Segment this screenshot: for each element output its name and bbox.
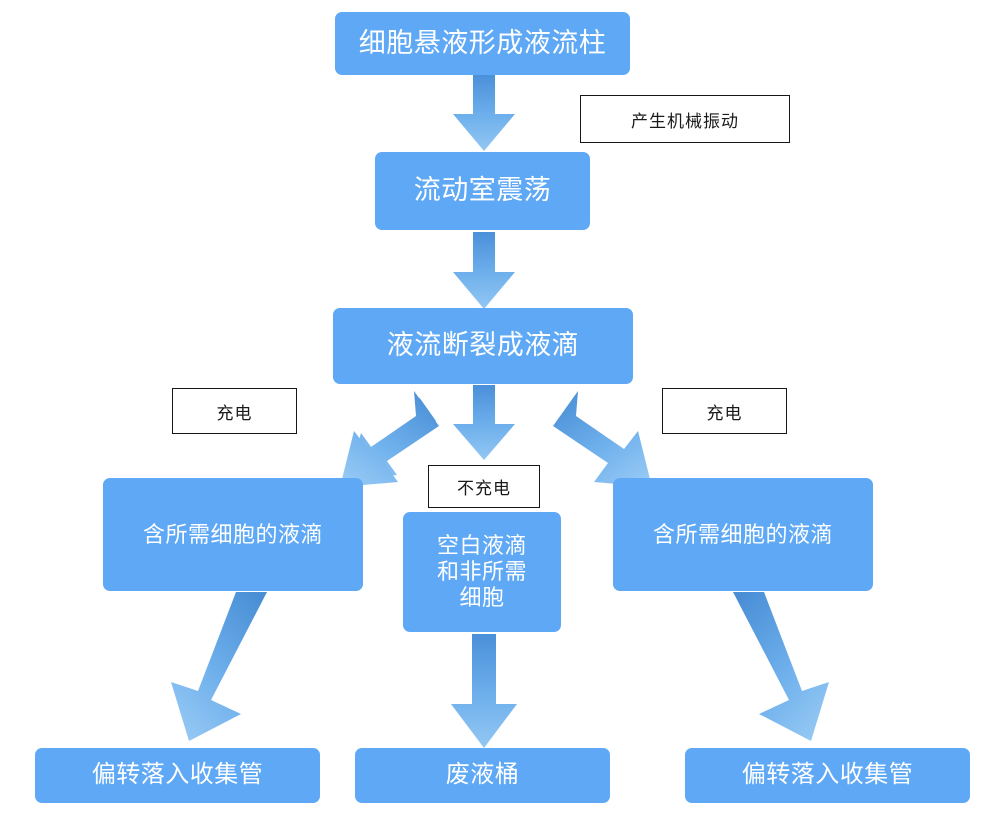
arrow-diagonal-left-n3-n4 — [318, 383, 440, 488]
arrow-down-n2-n3 — [452, 232, 516, 310]
node-stream-breaks-into-droplets[interactable]: 液流断裂成液滴 — [333, 308, 633, 384]
node-droplet-with-target-cells-right[interactable]: 含所需细胞的液滴 — [613, 478, 873, 591]
node-blank-and-unwanted-cells[interactable]: 空白液滴 和非所需 细胞 — [403, 512, 561, 632]
arrow-long-left-n4-n7 — [145, 592, 275, 747]
arrow-diagonal-right-n3-n6 — [553, 383, 675, 488]
note-charge-left[interactable]: 充电 — [172, 388, 297, 434]
arrow-down-n3-n5 — [452, 385, 516, 461]
arrow-down-n5-n8 — [450, 634, 518, 750]
node-deflect-into-collection-tube-left[interactable]: 偏转落入收集管 — [35, 748, 320, 803]
node-waste-container[interactable]: 废液桶 — [355, 748, 610, 803]
note-charge-right[interactable]: 充电 — [662, 388, 787, 434]
node-deflect-into-collection-tube-right[interactable]: 偏转落入收集管 — [685, 748, 970, 803]
arrow-long-right-n6-n9 — [725, 592, 855, 747]
arrow-down-n1-n2 — [452, 74, 516, 152]
node-flow-chamber-vibration[interactable]: 流动室震荡 — [375, 152, 590, 230]
note-no-charge[interactable]: 不充电 — [428, 465, 540, 508]
node-cell-suspension-stream[interactable]: 细胞悬液形成液流柱 — [335, 12, 630, 75]
node-droplet-with-target-cells-left[interactable]: 含所需细胞的液滴 — [103, 478, 363, 591]
note-mechanical-vibration[interactable]: 产生机械振动 — [580, 95, 790, 143]
